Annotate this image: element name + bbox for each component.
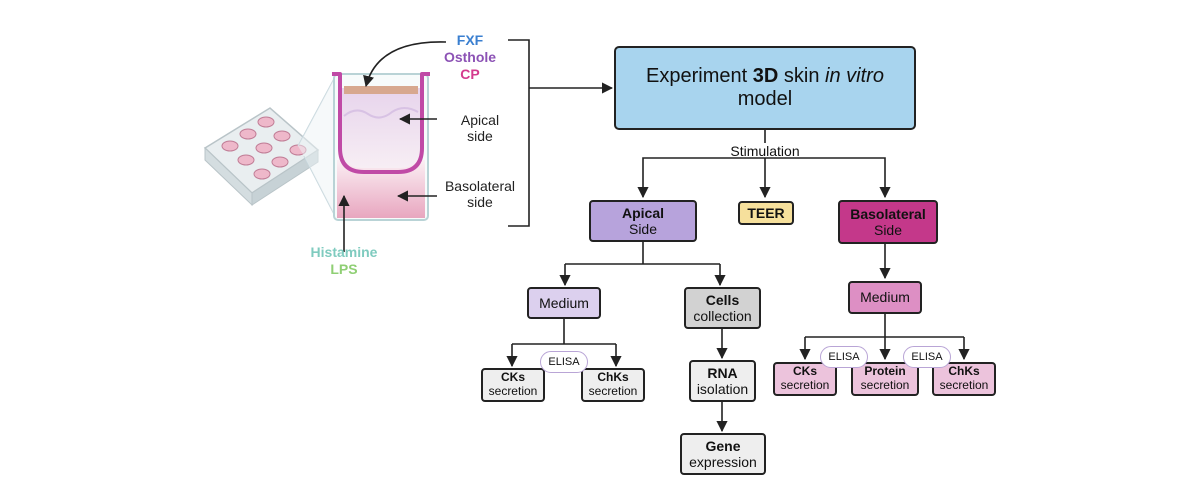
compound-cp: CP — [460, 66, 480, 82]
gene-expression-box: Gene expression — [680, 433, 766, 475]
apical-chks-title: ChKs — [597, 370, 629, 385]
title-part2: skin — [778, 65, 826, 87]
experiment-title-line1: Experiment 3D skin in vitro — [646, 65, 884, 88]
baso-cks-title: CKs — [792, 364, 817, 379]
stimulus-histamine: Histamine — [310, 244, 378, 260]
basolateral-side-label: Basolateral side — [430, 178, 530, 210]
title-italic-in-vitro: in vitro — [825, 65, 884, 87]
baso-protein-title: Protein — [864, 364, 906, 379]
baso-chks-title: ChKs — [948, 364, 980, 379]
rna-isolation-title: RNA — [707, 364, 738, 381]
experiment-title-box: Experiment 3D skin in vitro model — [614, 46, 916, 130]
baso-protein-text: secretion — [860, 378, 910, 392]
zoom-lines — [297, 74, 337, 219]
teer-box: TEER — [738, 201, 794, 225]
title-bold-3d: 3D — [752, 65, 779, 87]
rna-isolation-box: RNA isolation — [689, 360, 756, 402]
basolateral-protein-secretion-box: Protein secretion — [851, 362, 919, 396]
basolateral-chks-secretion-box: ChKs secretion — [932, 362, 996, 396]
apical-chks-secretion-box: ChKs secretion — [581, 368, 645, 402]
basolateral-elisa-badge-left: ELISA — [820, 346, 868, 368]
baso-cks-text: secretion — [780, 378, 830, 392]
apical-side-label-line2: side — [467, 128, 493, 145]
gene-expression-text: expression — [689, 454, 757, 470]
basolateral-side-box: Basolateral Side — [838, 200, 938, 244]
apical-cks-secretion-box: CKs secretion — [481, 368, 545, 402]
apical-medium-box: Medium — [527, 287, 601, 319]
basolateral-side-box-text: Side — [873, 222, 903, 238]
apical-cks-text: secretion — [488, 384, 538, 398]
apical-side-label-line1: Apical — [460, 112, 500, 128]
apical-cks-title: CKs — [500, 370, 525, 385]
baso-chks-text: secretion — [939, 378, 989, 392]
apical-side-box-text: Side — [628, 221, 658, 237]
cells-collection-text: collection — [693, 308, 752, 324]
apical-side-box: Apical Side — [589, 200, 697, 242]
title-part1: Experiment — [646, 65, 753, 87]
connectors — [338, 39, 970, 433]
basolateral-side-box-title: Basolateral — [850, 205, 926, 222]
basolateral-elisa-badge-right: ELISA — [903, 346, 951, 368]
stimulation-label: Stimulation — [730, 143, 800, 159]
basolateral-side-label-line2: side — [467, 194, 493, 211]
stimulus-lps: LPS — [330, 261, 358, 277]
cells-collection-box: Cells collection — [684, 287, 761, 329]
apical-chks-text: secretion — [588, 384, 638, 398]
basolateral-side-label-line1: Basolateral — [444, 178, 516, 194]
experiment-title-line2: model — [737, 88, 793, 110]
compound-fxf: FXF — [456, 32, 484, 48]
basolateral-medium-box: Medium — [848, 281, 922, 314]
compound-osthole: Osthole — [443, 49, 497, 65]
transwell-insert-illustration — [332, 72, 430, 221]
basolateral-cks-secretion-box: CKs secretion — [773, 362, 837, 396]
cells-collection-title: Cells — [705, 291, 740, 308]
apical-side-box-title: Apical — [621, 204, 664, 221]
well-plate-illustration — [203, 107, 320, 207]
apical-side-label: Apical side — [440, 112, 520, 144]
apical-elisa-badge: ELISA — [540, 351, 588, 373]
gene-expression-title: Gene — [705, 437, 741, 454]
rna-isolation-text: isolation — [696, 381, 749, 397]
